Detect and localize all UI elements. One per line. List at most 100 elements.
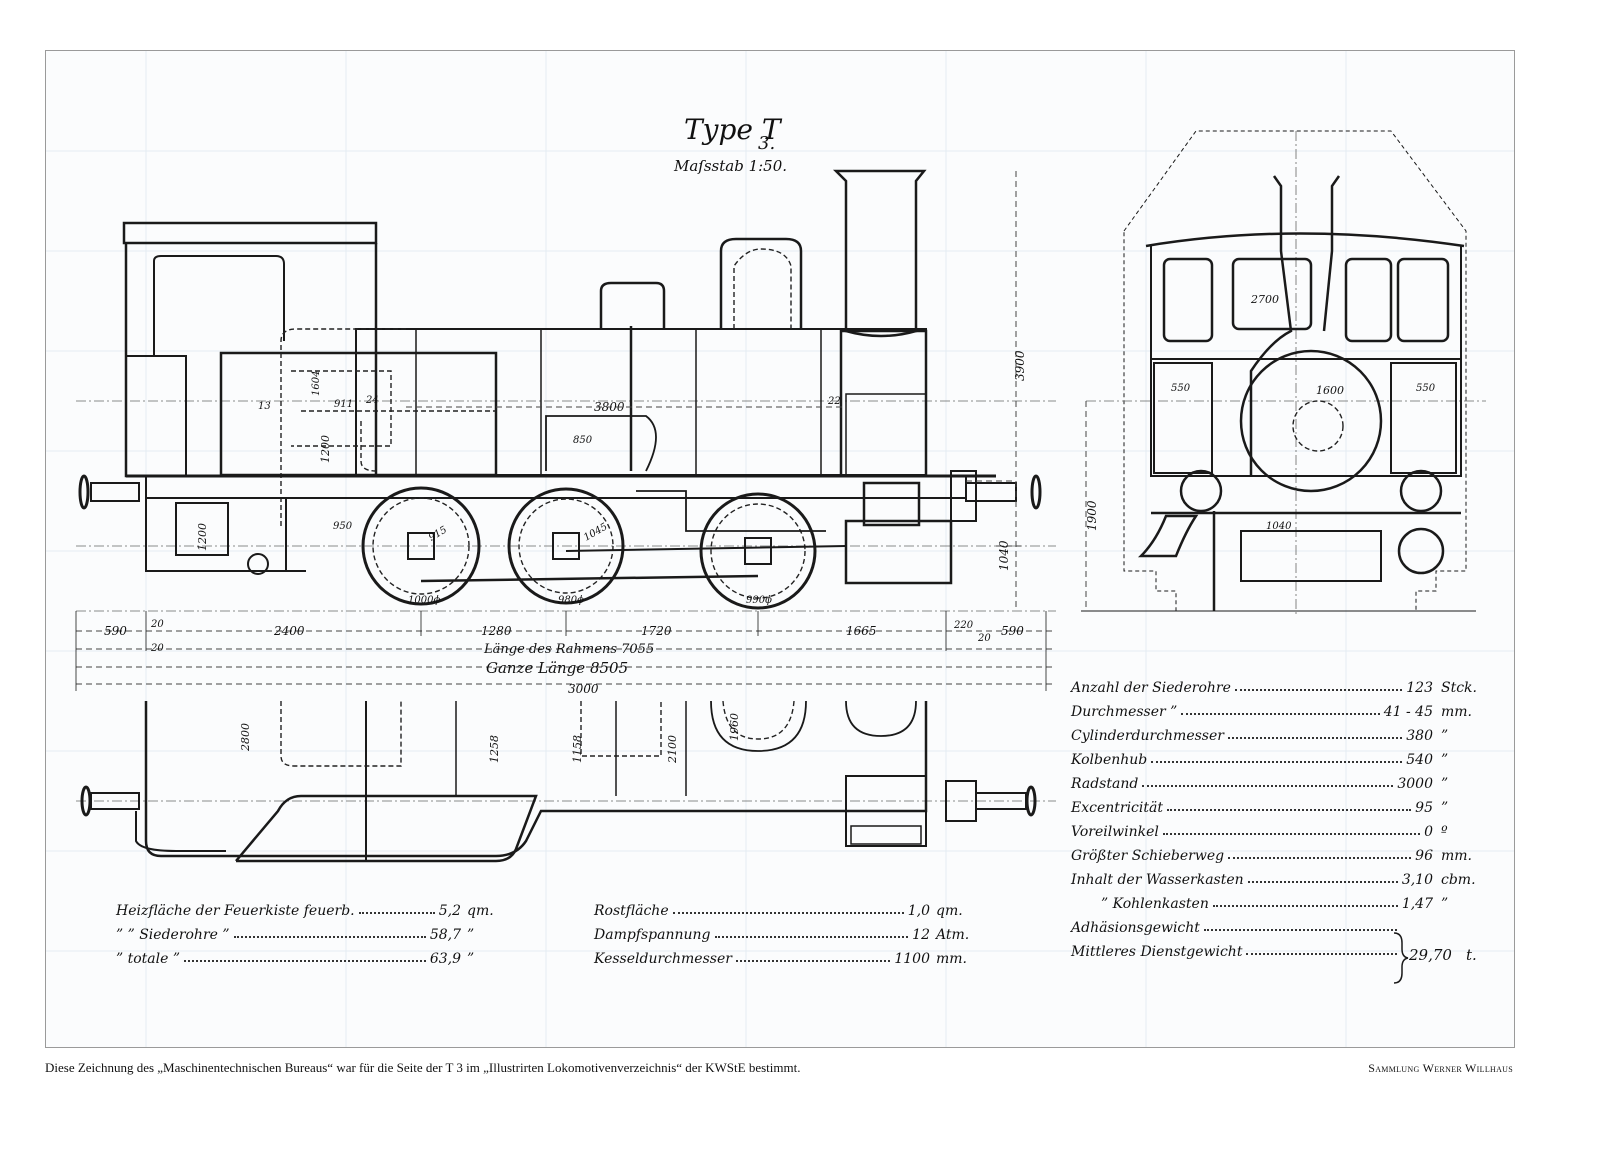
end-buffer-left	[1179, 469, 1223, 513]
driving-wheel-3	[699, 492, 817, 610]
spec-unit: Stck.	[1441, 680, 1477, 696]
spec-row: Anzahl der Siederohre 123 Stck.	[1071, 676, 1491, 696]
dim-2400: 2400	[273, 624, 305, 638]
cab-body	[124, 243, 378, 478]
weight-value: 29,70	[1409, 946, 1452, 964]
dim-13: 13	[258, 401, 271, 412]
smokebox	[839, 329, 928, 478]
spec-value: 3000	[1397, 776, 1433, 792]
dim-1200-lower: 1200	[196, 523, 209, 551]
frame-rear	[145, 498, 287, 572]
dim-590-right: 590	[1001, 624, 1024, 638]
spec-value: 58,7	[429, 927, 461, 943]
total-length: Ganze Länge 8505	[486, 659, 628, 677]
spec-row: Mittleres Dienstgewicht	[1071, 940, 1401, 960]
front-buffer	[950, 470, 1042, 522]
dim-24: 24	[365, 395, 379, 406]
spec-unit: cbm.	[1441, 872, 1476, 888]
spec-label: Heizfläche der Feuerkiste feuerb.	[116, 903, 355, 919]
spec-value: 63,9	[429, 951, 461, 967]
spec-label: ” ” Siederohre ”	[116, 927, 230, 943]
cab-roof	[122, 221, 378, 245]
spec-value: 1,0	[907, 903, 930, 919]
spec-value: 1,47	[1401, 896, 1433, 912]
drawing-scale: Maſsstab 1:50.	[673, 157, 787, 175]
spec-label: Radstand	[1071, 776, 1139, 792]
spec-unit: mm.	[1441, 848, 1473, 864]
weight-unit: t.	[1466, 946, 1477, 964]
end-dim-1040: 1040	[1266, 521, 1292, 532]
spec-label: Rostfläche	[594, 903, 669, 919]
steam-dome	[719, 237, 803, 329]
weight-service-label: Mittleres Dienstgewicht	[1071, 944, 1243, 960]
plan-front-buffer	[945, 780, 1037, 822]
dim-1045: 1045	[582, 521, 610, 543]
dim-950: 950	[333, 521, 353, 532]
spec-unit: ”	[1441, 728, 1449, 744]
wheel-3-diameter: 990ϕ	[746, 595, 772, 606]
spec-unit: qm.	[936, 903, 963, 919]
end-left-tank	[1153, 362, 1213, 474]
dim-1258: 1258	[488, 735, 501, 763]
dim-1158: 1158	[571, 735, 584, 763]
dim-1960: 1960	[728, 713, 741, 741]
rear-buffer	[78, 474, 140, 510]
cab-window-opening	[153, 255, 285, 356]
spec-label: Dampfspannung	[594, 927, 711, 943]
end-height-1900: 1900	[1085, 500, 1099, 531]
spec-value: 1100	[894, 951, 930, 967]
length-dimension-lines	[75, 611, 1056, 691]
end-buffer-right	[1399, 469, 1443, 513]
connecting-rod	[565, 545, 847, 552]
spec-value: 41 - 45	[1383, 704, 1433, 720]
spec-value: 96	[1415, 848, 1433, 864]
wheel-2-diameter: 980ϕ	[558, 595, 584, 606]
spec-row: ” ” Siederohre ”58,7”	[116, 923, 501, 943]
locomotive-drawing: Type T 3. Maſsstab 1:50.	[46, 51, 1514, 1047]
plan-water-tank	[235, 794, 538, 863]
end-window-left	[1162, 257, 1214, 343]
drawing-title: Type T	[684, 113, 783, 146]
end-view	[1081, 130, 1486, 616]
plan-frame-outline	[144, 701, 928, 858]
spec-label: Voreilwinkel	[1071, 824, 1159, 840]
end-boiler-1600: 1600	[1316, 384, 1344, 397]
dim-2100: 2100	[666, 735, 679, 764]
spec-unit: Atm.	[936, 927, 970, 943]
spec-unit: mm.	[1441, 704, 1473, 720]
spec-label: Anzahl der Siederohre	[1071, 680, 1231, 696]
spec-row: Rostfläche 1,0 qm.	[594, 899, 974, 919]
driving-wheel-2	[507, 487, 625, 605]
spec-unit: mm.	[936, 951, 968, 967]
dim-20-right: 20	[977, 633, 991, 644]
dim-20-top: 20	[150, 619, 164, 630]
wheelbase-dimension: 3000	[568, 682, 599, 696]
spec-unit: ”	[467, 951, 475, 967]
spec-unit: ”	[1441, 896, 1449, 912]
dim-850: 850	[573, 435, 593, 446]
spec-value: 380	[1406, 728, 1433, 744]
plan-view	[76, 700, 1056, 863]
spec-value: 3,10	[1401, 872, 1433, 888]
side-elevation	[76, 169, 1056, 612]
spec-unit: º	[1441, 824, 1448, 840]
end-left-550: 550	[1171, 383, 1191, 394]
spec-value: 123	[1406, 680, 1433, 696]
end-window-centre	[1231, 257, 1313, 331]
dim-wheel-centre-height: 1040	[997, 540, 1011, 571]
spec-value: 540	[1406, 752, 1433, 768]
end-chimney	[1249, 175, 1293, 476]
dim-20-bottom: 20	[150, 643, 164, 654]
dim-590-left: 590	[104, 624, 127, 638]
dim-1720: 1720	[641, 624, 672, 638]
spec-value: 95	[1415, 800, 1433, 816]
